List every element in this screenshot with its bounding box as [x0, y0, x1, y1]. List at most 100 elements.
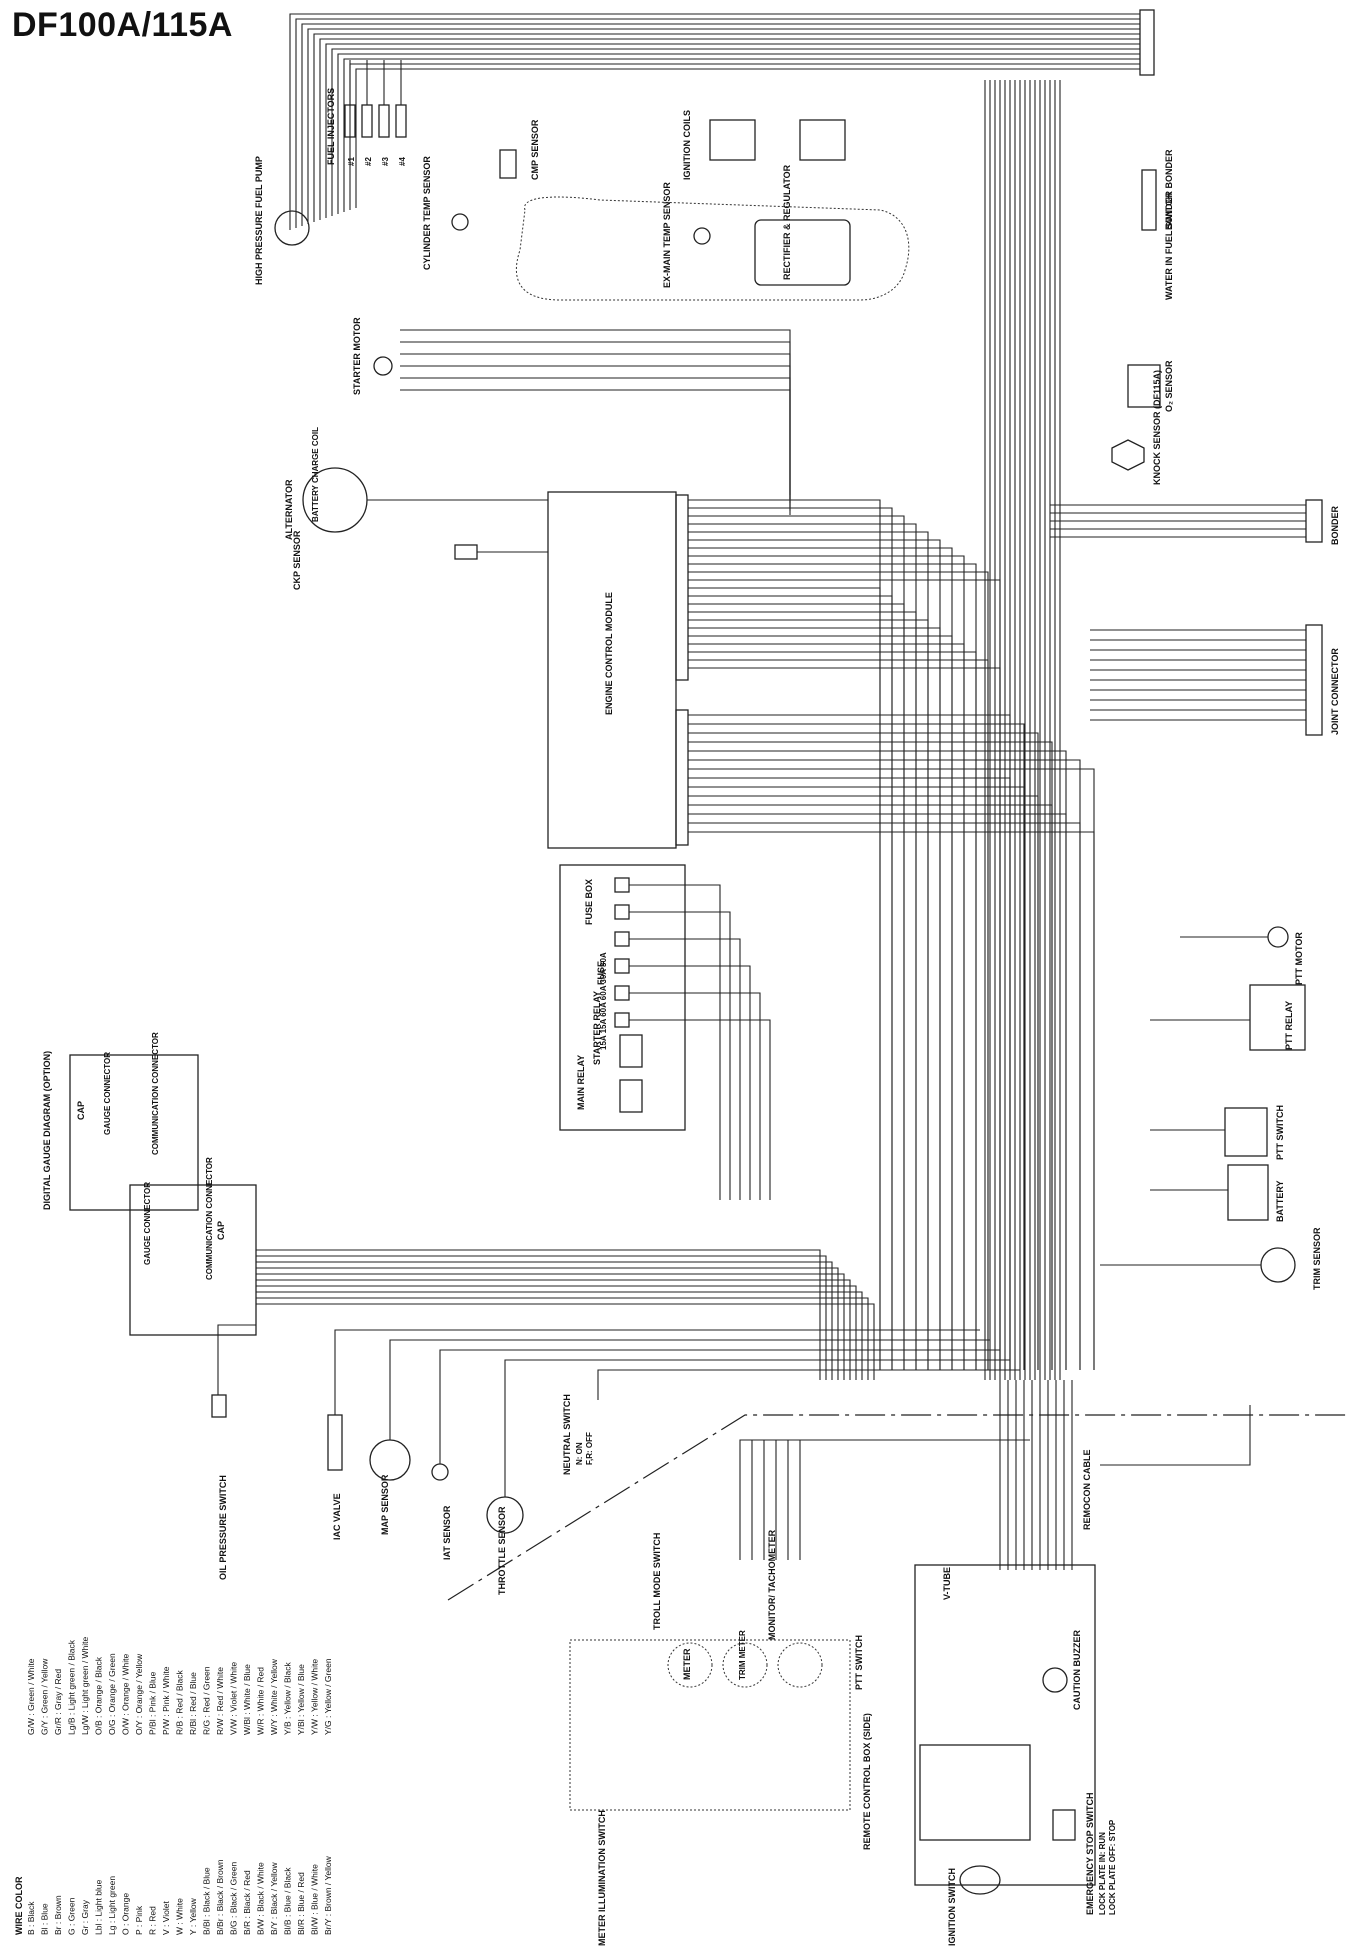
fuel-pump — [274, 210, 310, 246]
harness-wire — [331, 48, 1140, 216]
harness-wire — [688, 595, 893, 1370]
wire-color-entry: O/W : Orange / White — [121, 1653, 131, 1735]
troll-mode-label: TROLL MODE SWITCH — [652, 1533, 662, 1630]
harness-wire — [739, 1439, 1000, 1560]
gauge-connector-label-2: GAUGE CONNECTOR — [143, 1182, 152, 1265]
comm-connector-label-1: COMMUNICATION CONNECTOR — [151, 1032, 160, 1155]
harness-wire — [688, 804, 1053, 1370]
harness-wire — [787, 1439, 1024, 1560]
wire-color-entry: Bl/W : Blue / White — [310, 1864, 320, 1935]
iac-valve-label: IAC VALVE — [332, 1493, 342, 1540]
main-relay-label: MAIN RELAY — [576, 1055, 586, 1110]
harness-wire — [256, 1255, 827, 1380]
lock-plate-run: LOCK PLATE IN: RUN — [1098, 1832, 1107, 1915]
bonder-bonder-connector — [1141, 169, 1157, 231]
harness-wire — [325, 43, 1140, 218]
comm-connector-label-2: COMMUNICATION CONNECTOR — [205, 1157, 214, 1280]
harness-wire — [688, 523, 917, 1370]
harness-wire — [688, 714, 1011, 1370]
emergency-stop-switch — [1052, 1809, 1076, 1841]
wire-color-entry: V : Violet — [161, 1900, 171, 1935]
ex-main-temp-sensor — [693, 227, 711, 245]
remote-control-box — [914, 1564, 1096, 1886]
bonder-connector — [1305, 499, 1323, 543]
wire-color-entry: Lg : Light green — [107, 1876, 117, 1935]
wire-color-entry: Lg/B : Light green / Black — [67, 1639, 77, 1735]
wire-color-entry: R : Red — [148, 1906, 158, 1935]
harness-wire — [289, 13, 1140, 230]
harness-wire — [688, 635, 953, 1370]
bonder-top-connector — [1139, 9, 1155, 76]
o2-sensor-label: O₂ SENSOR — [1164, 360, 1174, 412]
monitor-tach-label: MONITOR/ TACHOMETER — [767, 1529, 777, 1640]
knock-sensor — [1111, 439, 1145, 471]
wire-color-entry: Bl/R : Blue / Red — [296, 1872, 306, 1935]
harness-wire — [688, 579, 1001, 1370]
harness-wire — [688, 813, 1067, 1370]
fuse-ratings: 15A 15A 60A 60A 30A 30A — [599, 952, 608, 1050]
wire-color-entry: Y/G : Yellow / Green — [323, 1658, 333, 1735]
ptt-motor-label: PTT MOTOR — [1294, 932, 1304, 985]
water-switch-label: WATER IN FUEL SWITCH — [1164, 193, 1174, 300]
harness-wire — [217, 1324, 256, 1395]
joint-connector — [1305, 624, 1323, 736]
v-tube-label: V-TUBE — [942, 1567, 952, 1600]
wire-color-entry: Br : Brown — [53, 1895, 63, 1935]
wire-color-entry: Gr : Gray — [80, 1899, 90, 1935]
wire-color-entry: P/Bl : Pink / Blue — [148, 1671, 158, 1735]
cmp-sensor — [499, 149, 517, 179]
neutral-off-label: F,R: OFF — [585, 1432, 594, 1465]
harness-wire — [688, 667, 1001, 1370]
battery — [1227, 1164, 1269, 1221]
trim-sensor-label: TRIM SENSOR — [1312, 1227, 1322, 1290]
harness-wire — [629, 938, 741, 1200]
wire-color-entry: G/Y : Green / Yellow — [40, 1658, 50, 1735]
harness-wire — [256, 1297, 869, 1380]
wire-color-entry: R/B : Red / Black — [175, 1670, 185, 1735]
harness-wire — [688, 555, 965, 1370]
starter-relay — [619, 1034, 643, 1068]
cylinder-head-outline — [515, 196, 910, 301]
harness-wire — [355, 68, 1140, 208]
harness-wire — [400, 329, 791, 495]
wire-color-entry: G : Green — [67, 1897, 77, 1935]
harness-wire — [504, 1359, 1010, 1497]
wire-color-entry: R/W : Red / White — [215, 1667, 225, 1735]
harness-wire — [799, 1439, 1030, 1560]
starter-motor-label: STARTER MOTOR — [352, 317, 362, 395]
fuel-injectors — [344, 104, 407, 138]
wire-color-entry: B : Black — [26, 1901, 36, 1935]
cmp-sensor-label: CMP SENSOR — [530, 119, 540, 180]
harness-wire — [307, 28, 1140, 224]
knock-sensor-label: KNOCK SENSOR (DF115A) — [1152, 370, 1162, 485]
starter-relay-label: STARTER RELAY — [592, 991, 602, 1065]
wire-color-entry: Br/Y : Brown / Yellow — [323, 1855, 333, 1935]
wire-color-entry: P/W : Pink / White — [161, 1666, 171, 1735]
harness-wire — [334, 1329, 980, 1415]
harness-wire — [256, 1249, 821, 1380]
gauge-connector-label-1: GAUGE CONNECTOR — [103, 1052, 112, 1135]
harness-wire — [400, 353, 791, 503]
o2-sensor — [1127, 364, 1161, 408]
wire-color-entry: W/R : White / Red — [256, 1667, 266, 1735]
wire-color-entry: B/G : Black / Green — [229, 1862, 239, 1935]
wire-color-entry: O : Orange — [121, 1893, 131, 1935]
digital-gauge-label: DIGITAL GAUGE DIAGRAM (OPTION) — [42, 1051, 52, 1210]
ptt-switch-2-label: PTT SWITCH — [854, 1635, 864, 1690]
harness-wire — [688, 611, 917, 1370]
harness-wire — [688, 643, 965, 1370]
harness-wire — [688, 831, 1095, 1370]
diagram-title: DF100A/115A — [12, 6, 233, 44]
harness-wire — [319, 38, 1140, 220]
bonder-label: BONDER — [1330, 505, 1340, 545]
harness-wire — [688, 795, 1039, 1370]
harness-wire — [688, 499, 881, 1370]
joint-connector-label: JOINT CONNECTOR — [1330, 648, 1340, 735]
ignition-switch-grid — [919, 1744, 1031, 1841]
ignition-switch-label: IGNITION SWITCH — [947, 1868, 957, 1946]
neutral-switch-label: NEUTRAL SWITCH — [562, 1394, 572, 1475]
wire-color-entry: P : Pink — [134, 1905, 144, 1935]
remote-box-label: REMOTE CONTROL BOX (SIDE) — [862, 1713, 872, 1850]
remocon-cable-label: REMOCON CABLE — [1082, 1450, 1092, 1531]
